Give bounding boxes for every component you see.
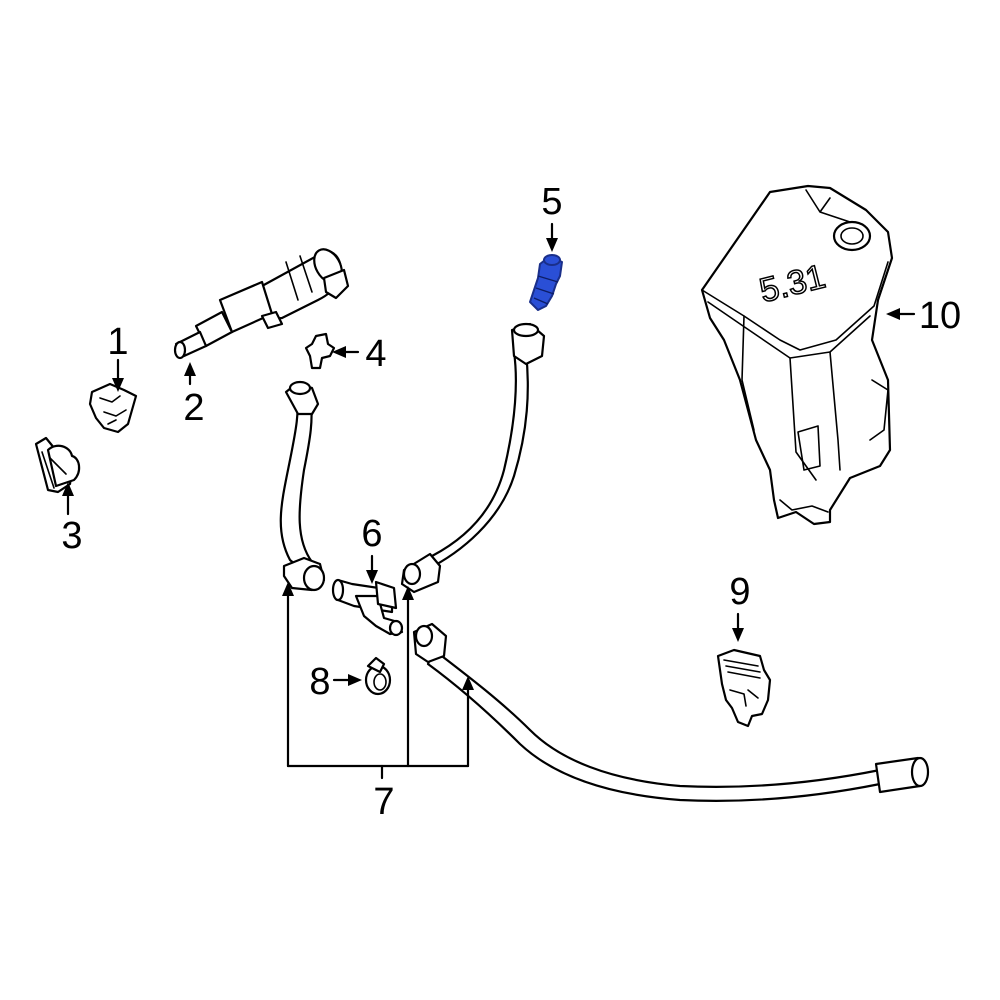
callout-8-label: 8 — [309, 661, 330, 703]
callout-2-arrow — [184, 362, 196, 386]
callout-4-arrow — [332, 346, 360, 358]
callout-5-label: 5 — [541, 181, 562, 223]
part-4-connector[interactable] — [304, 332, 336, 370]
callout-7-label: 7 — [373, 781, 394, 823]
part-9-retaining-clip[interactable] — [716, 648, 772, 728]
part-5-connector-highlighted[interactable] — [529, 254, 563, 311]
part-3-mounting-clip[interactable] — [34, 436, 81, 494]
callout-10-arrow — [886, 308, 916, 320]
callout-1-label: 1 — [107, 321, 128, 363]
callout-4-label: 4 — [365, 333, 386, 375]
part-7-hose-long[interactable] — [412, 622, 930, 802]
part-7-hose-left[interactable] — [279, 380, 326, 592]
callout-3-arrow — [62, 482, 74, 516]
callout-2-label: 2 — [183, 387, 204, 429]
callout-9-arrow — [732, 612, 744, 642]
callout-8-arrow — [332, 674, 362, 686]
callout-5-arrow — [546, 222, 558, 252]
part-7-hose-middle[interactable] — [400, 322, 546, 594]
part-2-washer-pump[interactable] — [173, 244, 350, 360]
part-8-hose-clamp[interactable] — [364, 656, 392, 696]
callout-1-arrow — [112, 358, 124, 392]
part-1-clip[interactable] — [88, 382, 138, 434]
callout-6-arrow — [366, 554, 378, 584]
part-10-washer-reservoir[interactable]: 5.31 — [700, 184, 894, 526]
callout-3-label: 3 — [61, 515, 82, 557]
part-6-t-connector[interactable] — [331, 578, 404, 637]
callout-9-label: 9 — [729, 571, 750, 613]
callout-6-label: 6 — [361, 513, 382, 555]
callout-10-label: 10 — [919, 295, 961, 337]
callout-7-leader — [282, 582, 474, 780]
